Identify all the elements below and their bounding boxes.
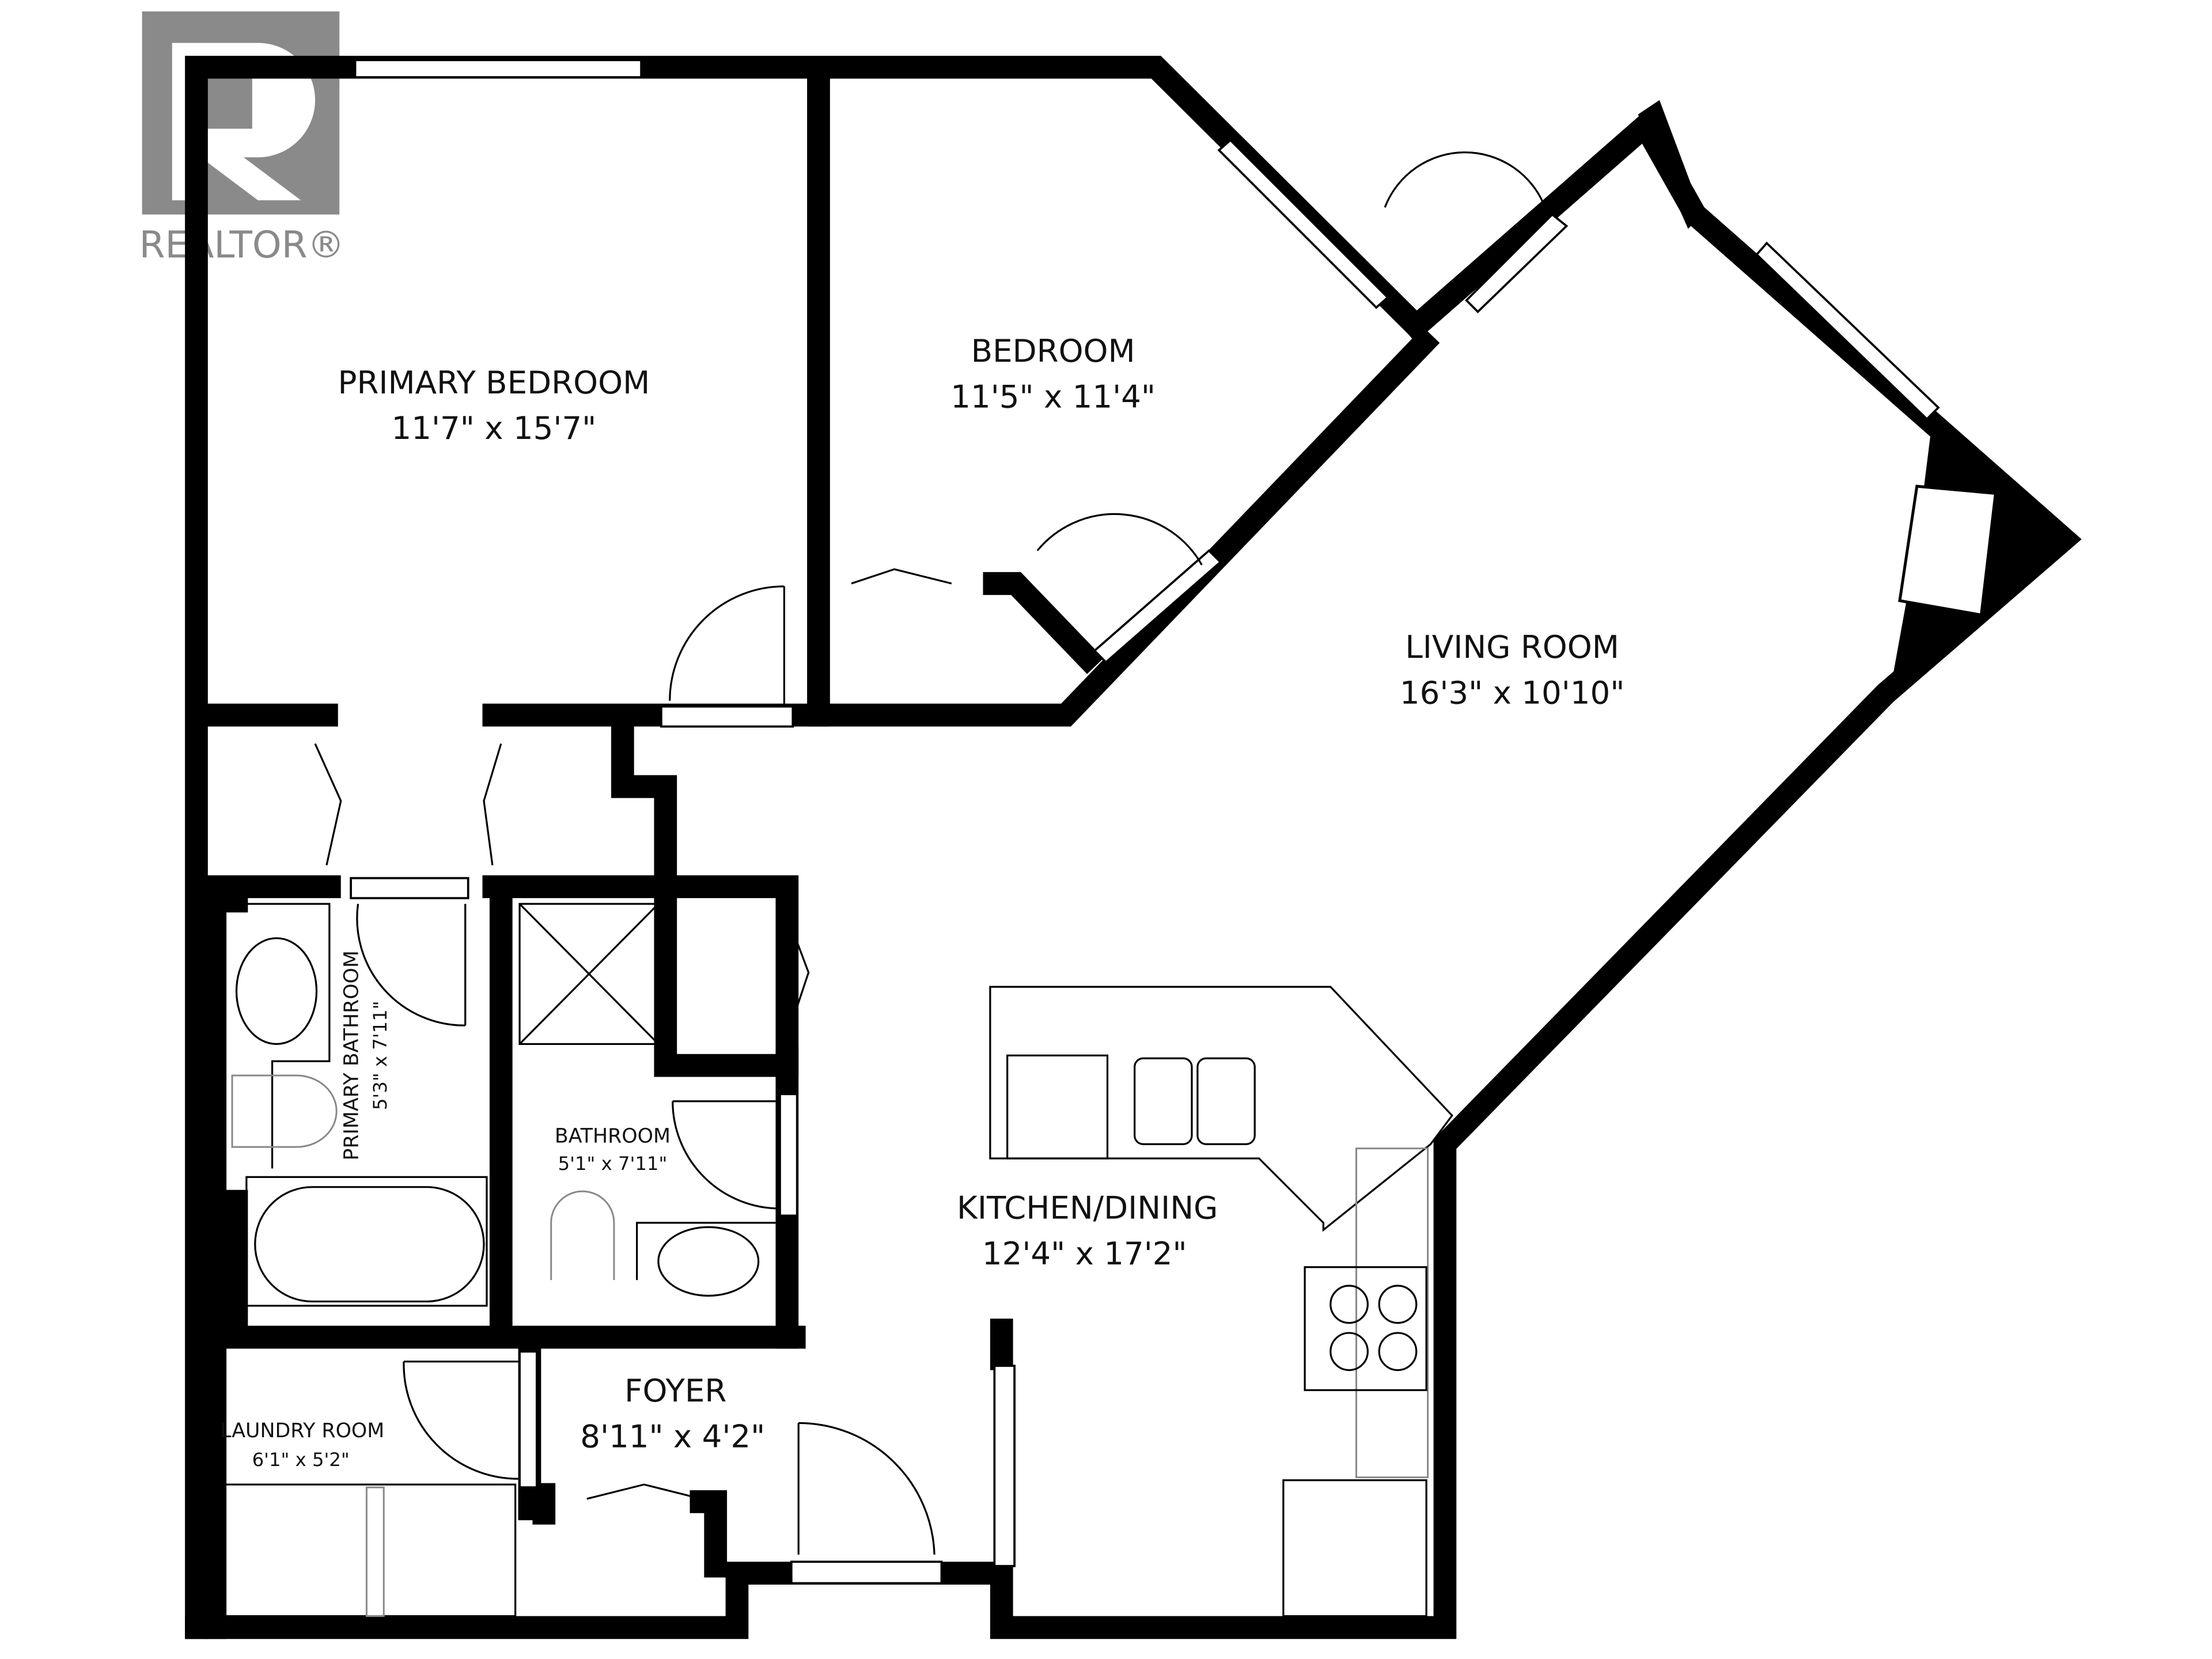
doors-fixtures — [214, 151, 1998, 1618]
room-dims: 12'4" x 17'2" — [982, 1235, 1187, 1272]
room-dims: 11'5" x 11'4" — [950, 378, 1156, 415]
room-name: PRIMARY BATHROOM — [340, 950, 363, 1160]
windows — [350, 59, 1940, 1585]
room-primary-bedroom: PRIMARY BEDROOM 11'7" x 15'7" — [338, 364, 650, 446]
room-bedroom: BEDROOM 11'5" x 11'4" — [950, 332, 1156, 415]
realtor-logo: REALTOR® — [139, 11, 345, 267]
walls — [185, 55, 2082, 1639]
room-name: PRIMARY BEDROOM — [338, 364, 650, 401]
room-primary-bathroom: PRIMARY BATHROOM 5'3" x 7'11" — [340, 950, 392, 1160]
room-dims: 5'1" x 7'11" — [558, 1153, 668, 1175]
room-name: LAUNDRY ROOM — [220, 1419, 384, 1442]
room-laundry-room: LAUNDRY ROOM 6'1" x 5'2" — [220, 1419, 384, 1471]
room-name: BATHROOM — [555, 1125, 671, 1148]
room-dims: 6'1" x 5'2" — [252, 1449, 350, 1471]
room-dims: 8'11" x 4'2" — [580, 1418, 765, 1455]
room-name: LIVING ROOM — [1405, 628, 1619, 665]
room-foyer: FOYER 8'11" x 4'2" — [580, 1372, 765, 1455]
room-name: FOYER — [624, 1372, 726, 1409]
room-dims: 5'3" x 7'11" — [369, 1001, 391, 1110]
room-kitchen-dining: KITCHEN/DINING 12'4" x 17'2" — [957, 1189, 1218, 1271]
room-name: KITCHEN/DINING — [957, 1189, 1218, 1226]
room-bathroom: BATHROOM 5'1" x 7'11" — [555, 1125, 671, 1175]
room-dims: 11'7" x 15'7" — [391, 410, 596, 446]
room-name: BEDROOM — [971, 332, 1135, 369]
realtor-logo-text: REALTOR® — [139, 224, 345, 267]
room-living-room: LIVING ROOM 16'3" x 10'10" — [1400, 628, 1625, 711]
room-dims: 16'3" x 10'10" — [1400, 675, 1625, 711]
